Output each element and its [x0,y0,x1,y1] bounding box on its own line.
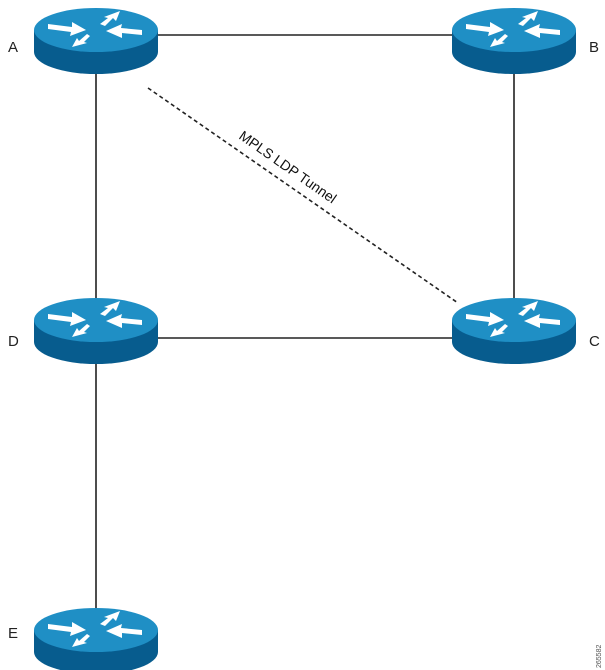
router-a-icon[interactable] [34,8,158,74]
node-label-d: D [8,333,19,350]
figure-id: 265582 [596,645,603,668]
router-b-icon[interactable] [452,8,576,74]
node-label-b: B [589,39,599,56]
router-d-icon[interactable] [34,298,158,364]
router-c-icon[interactable] [452,298,576,364]
node-label-a: A [8,39,18,56]
node-label-e: E [8,625,18,642]
tunnel-label: MPLS LDP Tunnel [236,127,339,206]
mpls-ldp-tunnel-line [147,87,459,304]
router-e-icon[interactable] [34,608,158,670]
node-label-c: C [589,333,600,350]
